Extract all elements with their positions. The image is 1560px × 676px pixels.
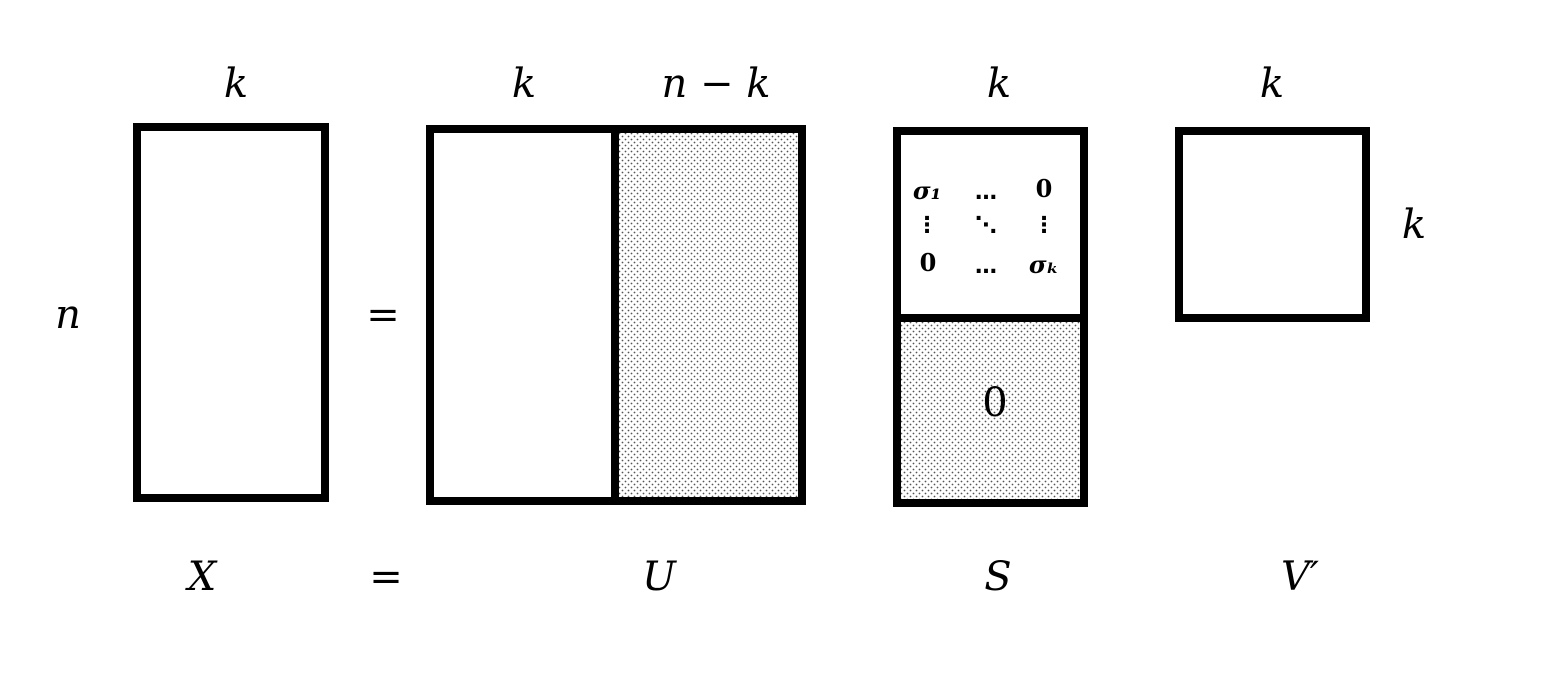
s-entry-vdots-right: ⋮ [1033,213,1055,238]
u-right-top-label: n − k [662,61,771,107]
u-matrix-left-block [426,125,619,505]
v-matrix-box [1175,127,1370,322]
v-side-label: k [1402,202,1426,248]
s-top-label: k [987,61,1011,107]
x-top-label: k [224,61,248,107]
s-entry-sigma1: σ₁ [913,176,941,205]
v-matrix-name: V′ [1281,554,1319,600]
equals-sign-bottom: = [369,554,403,600]
x-matrix-name: X [185,554,218,600]
equals-sign-top: = [366,292,400,338]
s-entry-zero-top-right: 0 [1036,174,1053,203]
x-side-label: n [55,292,81,338]
x-matrix-box [133,123,329,502]
u-matrix-name: U [642,554,677,600]
s-entry-ddots: ⋱ [975,213,997,238]
u-left-top-label: k [512,61,536,107]
s-entry-hdots-top: … [975,180,997,205]
s-entry-vdots-left: ⋮ [916,213,938,238]
s-entry-hdots-bottom: … [975,254,997,279]
u-matrix-right-block [611,125,806,505]
s-lower-zero: 0 [982,380,1007,426]
s-entry-zero-bottom-left: 0 [920,248,937,277]
s-entry-sigmak: σₖ [1029,250,1059,279]
s-matrix-name: S [984,554,1011,600]
s-matrix-lower-block [893,314,1088,507]
v-top-label: k [1260,61,1284,107]
